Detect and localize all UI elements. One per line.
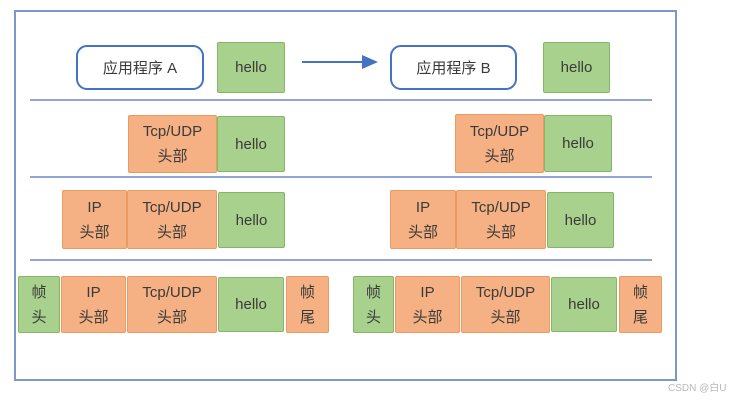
payload-box-left-2: hello [217, 116, 285, 172]
ip-header-box-right-4: IP 头部 [395, 276, 460, 333]
tcp-udp-header-box-left-3: Tcp/UDP 头部 [127, 190, 217, 249]
frame-tail-box-right: 帧 尾 [619, 276, 662, 333]
payload-box-right-2: hello [544, 115, 612, 172]
divider-line-application [30, 99, 652, 101]
app-a-label: 应用程序 A [102, 60, 178, 77]
app-b-label: 应用程序 B [416, 60, 491, 77]
flow-arrow-icon [302, 55, 378, 69]
app-a-box: 应用程序 A [76, 45, 204, 90]
tcp-udp-header-box-right-3: Tcp/UDP 头部 [456, 190, 546, 249]
ip-header-box-right-3: IP 头部 [390, 190, 456, 249]
tcp-udp-header-box-right-4: Tcp/UDP 头部 [461, 276, 550, 333]
tcp-udp-header-box-left-4: Tcp/UDP 头部 [127, 276, 217, 333]
ip-header-box-left-3: IP 头部 [62, 190, 127, 249]
app-b-box: 应用程序 B [390, 45, 517, 90]
frame-head-box-right: 帧 头 [353, 276, 394, 333]
payload-box-app-right: hello [543, 42, 610, 93]
divider-line-transport [30, 176, 652, 178]
payload-box-right-3: hello [547, 192, 614, 248]
payload-box-left-3: hello [218, 192, 285, 248]
payload-box-app-left: hello [217, 42, 285, 93]
frame-head-box-left: 帧 头 [18, 276, 60, 333]
watermark: CSDN @白U [668, 383, 727, 394]
tcp-udp-header-box-right-2: Tcp/UDP 头部 [455, 114, 544, 173]
frame-tail-box-left: 帧 尾 [286, 276, 329, 333]
payload-box-left-4: hello [218, 277, 284, 332]
payload-box-right-4: hello [551, 277, 617, 332]
tcp-udp-header-box-left-2: Tcp/UDP 头部 [128, 115, 217, 173]
ip-header-box-left-4: IP 头部 [61, 276, 126, 333]
diagram-frame [14, 10, 677, 381]
divider-line-network [30, 259, 652, 261]
